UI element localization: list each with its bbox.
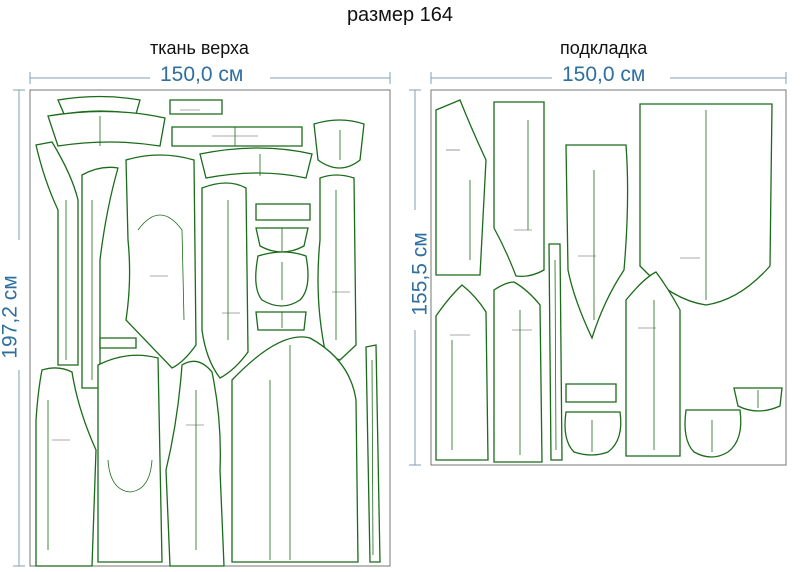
outer-fabric-grain-lines xyxy=(47,116,374,560)
dimension-lines xyxy=(13,72,787,567)
pattern-piece xyxy=(169,99,223,115)
pattern-piece xyxy=(255,311,307,331)
pattern-piece xyxy=(97,354,163,563)
lining-title: подкладка xyxy=(560,38,648,58)
pattern-piece xyxy=(313,119,365,169)
lining-grain-lines xyxy=(451,110,759,455)
pattern-piece xyxy=(125,154,197,369)
pattern-piece xyxy=(255,203,311,221)
outer-fabric-pieces xyxy=(35,95,381,567)
pattern-piece xyxy=(47,110,166,147)
pattern-piece xyxy=(317,174,357,361)
outer-fabric-title: ткань верха xyxy=(150,38,249,58)
pattern-piece xyxy=(171,126,303,147)
pattern-piece xyxy=(564,411,622,456)
pattern-piece xyxy=(35,367,97,567)
outer-fabric-width-label: 150,0 см xyxy=(156,63,248,87)
pattern-piece xyxy=(365,344,381,563)
lining-sheet xyxy=(430,89,787,466)
piece-annotations xyxy=(52,109,700,441)
pattern-piece xyxy=(625,271,681,457)
layout-title: размер 164 xyxy=(346,4,454,26)
pattern-piece xyxy=(81,166,119,389)
lining-pieces xyxy=(435,99,783,463)
pattern-piece xyxy=(35,141,79,366)
pattern-piece xyxy=(565,383,617,403)
pattern-piece xyxy=(165,360,225,567)
pattern-piece xyxy=(493,101,545,278)
lining-width-label: 150,0 см xyxy=(558,63,650,87)
pattern-piece xyxy=(435,284,489,461)
pattern-piece xyxy=(684,409,742,458)
pattern-piece xyxy=(493,281,543,463)
pattern-piece xyxy=(201,182,249,379)
pattern-piece xyxy=(231,336,359,563)
pattern-piece xyxy=(99,337,137,349)
pattern-piece xyxy=(199,147,313,179)
pattern-piece xyxy=(565,144,629,340)
pattern-piece xyxy=(435,99,487,276)
